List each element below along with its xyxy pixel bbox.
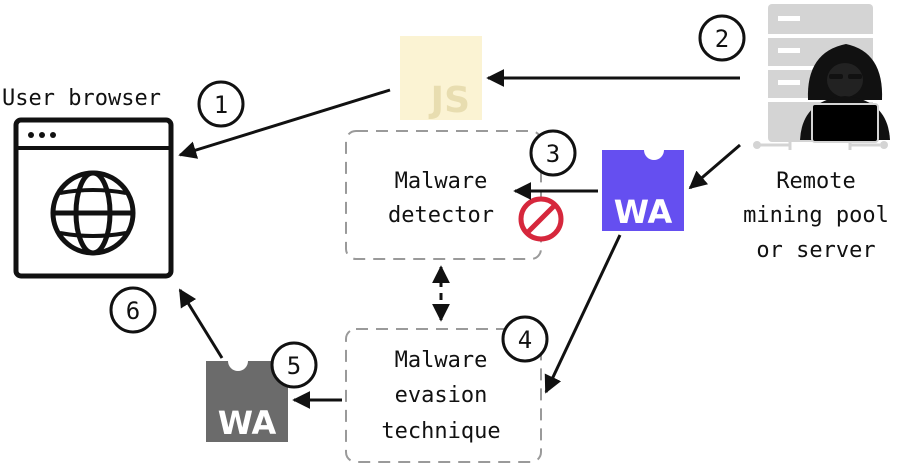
- remote-label-line1: Remote: [776, 169, 855, 194]
- step-6-badge: 6: [109, 286, 157, 334]
- malware-evasion-box: Malware evasion technique: [345, 328, 542, 463]
- evasion-label-line1: Malware: [395, 348, 488, 373]
- step-4-number: 4: [518, 326, 532, 354]
- wa-badge-gray-label: WA: [218, 404, 277, 442]
- step-1-badge: 1: [197, 80, 245, 128]
- evasion-label-line2: evasion: [395, 383, 488, 408]
- step-5-badge: 5: [270, 341, 318, 389]
- remote-label-line3: or server: [756, 238, 875, 263]
- webassembly-badge-gray: WA: [206, 361, 288, 442]
- step-3-number: 3: [546, 140, 560, 168]
- javascript-badge: JS: [400, 36, 482, 121]
- step-2-number: 2: [715, 25, 729, 53]
- step-1-number: 1: [214, 91, 228, 119]
- detector-label-line1: Malware: [395, 169, 488, 194]
- webassembly-badge-purple: WA: [602, 150, 684, 231]
- js-badge-label: JS: [428, 80, 470, 121]
- no-entry-icon: [518, 196, 564, 242]
- remote-label-line2: mining pool: [743, 203, 889, 228]
- arrow-wa-to-evasion: [544, 234, 622, 394]
- wa-badge-purple-label: WA: [614, 193, 673, 231]
- evasion-label-line3: technique: [381, 419, 500, 444]
- arrow-js-to-browser: [178, 88, 391, 159]
- step-4-badge: 4: [501, 315, 549, 363]
- browser-window-globe-icon: [13, 117, 174, 279]
- step-5-number: 5: [287, 352, 301, 380]
- arrow-wa-gray-to-browser: [178, 288, 224, 359]
- detector-label-line2: detector: [388, 203, 494, 228]
- arrow-server-to-wa: [688, 143, 741, 190]
- step-2-badge: 2: [698, 14, 746, 62]
- step-3-badge: 3: [529, 129, 577, 177]
- malware-detector-box: Malware detector: [345, 130, 542, 260]
- step-6-number: 6: [126, 297, 140, 325]
- user-browser-label: User browser: [2, 86, 161, 111]
- server-rack-hacker-icon: [753, 4, 890, 150]
